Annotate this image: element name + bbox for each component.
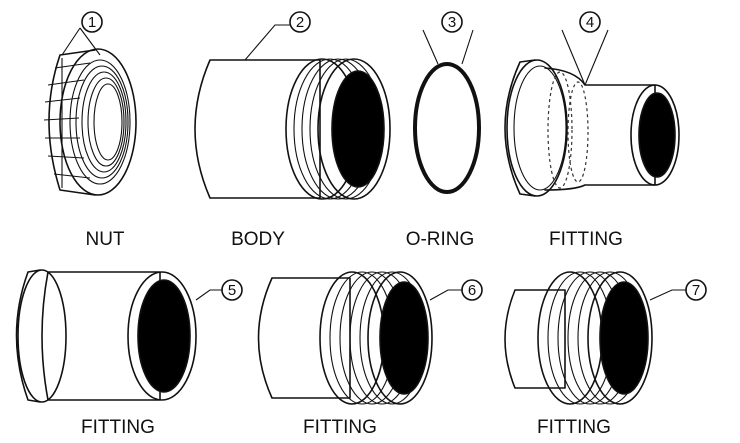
caption-fitting-4: FITTING (549, 229, 623, 250)
part-fitting-6: 6 (257, 271, 483, 405)
callout-7: 7 (692, 282, 700, 299)
callout-3: 3 (448, 14, 456, 31)
callout-1: 1 (88, 14, 96, 31)
caption-body: BODY (231, 229, 285, 250)
part-body: 2 (194, 11, 391, 200)
part-fitting-4: 4 (504, 11, 680, 197)
callout-6: 6 (468, 282, 476, 299)
caption-nut: NUT (85, 229, 124, 250)
caption-o-ring: O-RING (406, 229, 475, 250)
caption-fitting-6: FITTING (303, 417, 377, 438)
part-fitting-5: 5 (15, 269, 243, 403)
callout-4: 4 (586, 14, 594, 31)
caption-fitting-7: FITTING (537, 417, 611, 438)
callout-5: 5 (228, 282, 236, 299)
part-fitting-7: 7 (504, 271, 707, 405)
part-nut: 1 (43, 11, 137, 196)
caption-fitting-5: FITTING (81, 417, 155, 438)
callout-2: 2 (296, 14, 304, 31)
part-o-ring: 3 (413, 11, 481, 194)
